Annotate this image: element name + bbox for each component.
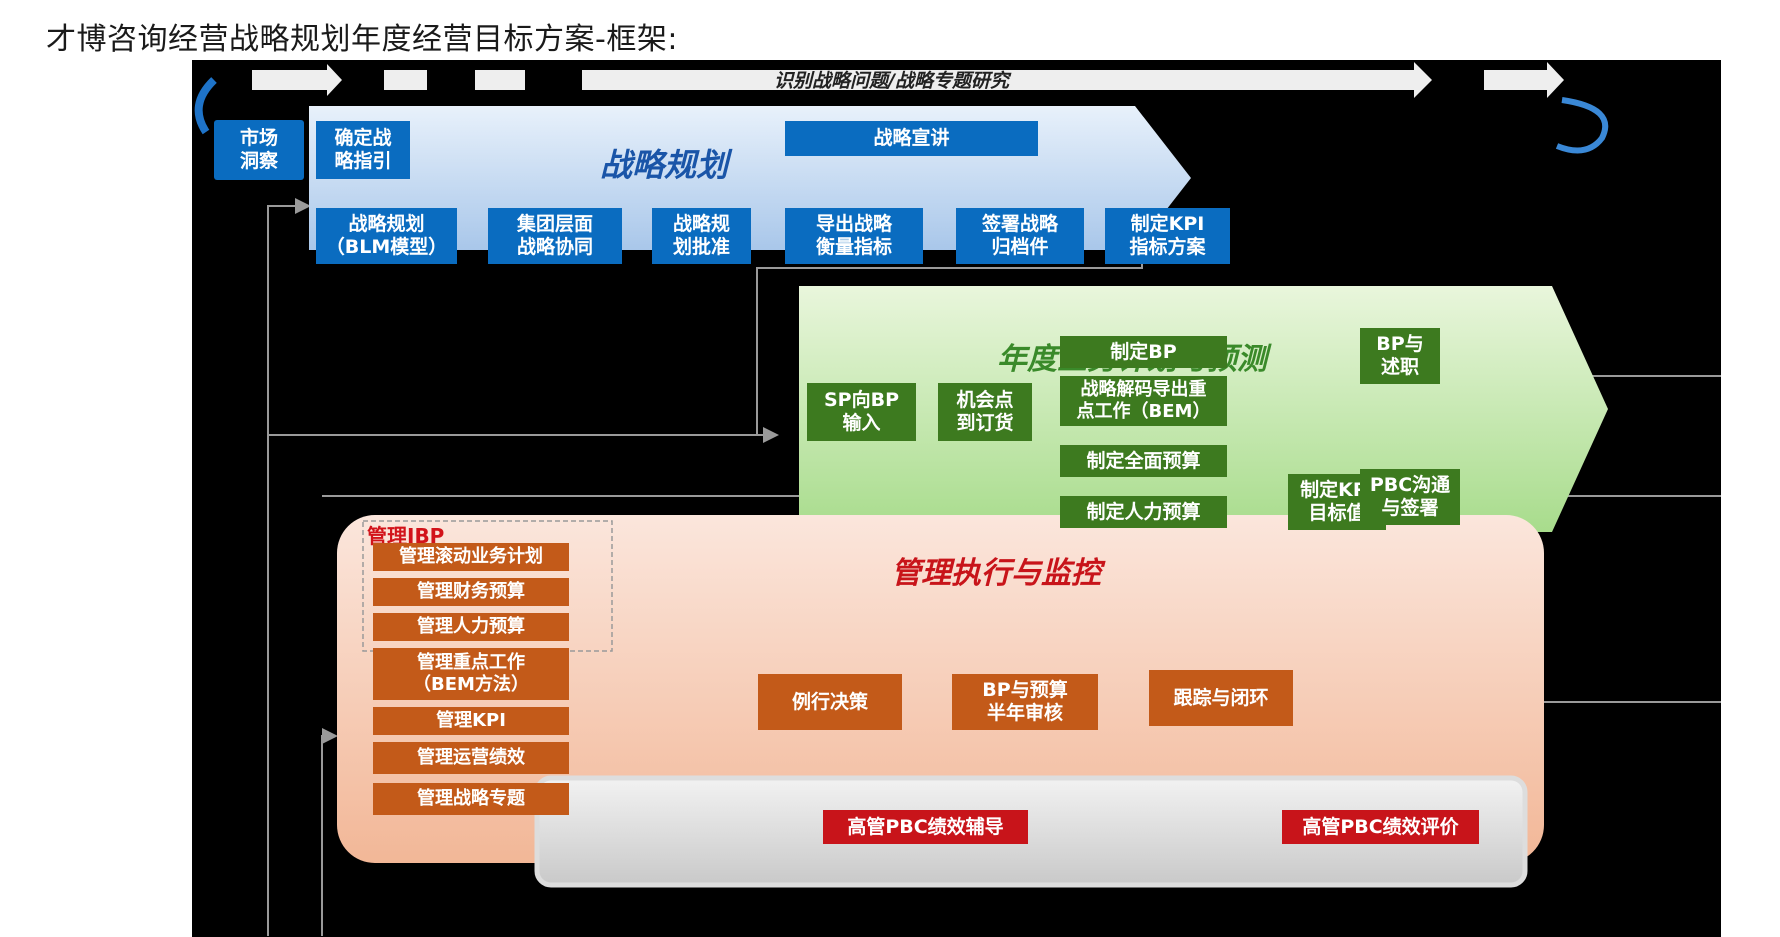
bem-decode-box: 战略解码导出重 点工作（BEM）: [1060, 376, 1227, 426]
strategy-step-group-synergy: 集团层面 战略协同: [488, 208, 622, 264]
top-arrow-bar: [252, 62, 1564, 98]
exec-item-hr-budget: 管理人力预算: [373, 613, 569, 641]
strategy-step-kpi-plan: 制定KPI 指标方案: [1105, 208, 1230, 264]
make-bp-box: 制定BP: [1060, 336, 1227, 368]
exec-item-bem: 管理重点工作 （BEM方法）: [373, 648, 569, 700]
cycle-arrow-right-icon: [1555, 97, 1609, 154]
exec-item-financial-budget: 管理财务预算: [373, 578, 569, 606]
pbc-evaluation-box: 高管PBC绩效评价: [1282, 810, 1479, 844]
strategy-announce-box: 战略宣讲: [785, 121, 1038, 156]
page-title: 才博咨询经营战略规划年度经营目标方案-框架:: [46, 22, 678, 57]
pbc-coaching-box: 高管PBC绩效辅导: [823, 810, 1028, 844]
bp-report-box: BP与 述职: [1360, 328, 1440, 384]
cycle-arrow-left-icon: [194, 77, 217, 135]
execution-phase-title: 管理执行与监控: [891, 556, 1101, 591]
exec-item-kpi: 管理KPI: [373, 707, 569, 735]
strategy-step-metrics: 导出战略 衡量指标: [785, 208, 923, 264]
hr-budget-box: 制定人力预算: [1060, 496, 1227, 528]
pbc-communication-box: PBC沟通 与签署: [1360, 469, 1460, 525]
tracking-closure-box: 跟踪与闭环: [1149, 670, 1293, 726]
full-budget-box: 制定全面预算: [1060, 445, 1227, 477]
exec-item-rolling-plan: 管理滚动业务计划: [373, 543, 569, 571]
half-year-review-box: BP与预算 半年审核: [952, 674, 1098, 730]
strategy-step-sign: 签署战略 归档件: [956, 208, 1084, 264]
pbc-panel: [534, 775, 1528, 888]
ibp-dashed-box: [362, 520, 613, 652]
strategy-step-approval: 战略规 划批准: [652, 208, 751, 264]
strategy-step-blm: 战略规划 （BLM模型）: [316, 208, 457, 264]
top-bar-label: 识别战略问题/战略专题研究: [774, 70, 1009, 92]
exec-item-strategy-topics: 管理战略专题: [373, 783, 569, 815]
exec-item-operations: 管理运营绩效: [373, 742, 569, 774]
strategy-guidance-box: 确定战 略指引: [316, 121, 410, 179]
market-insight-box: 市场 洞察: [214, 120, 304, 180]
routine-decision-box: 例行决策: [758, 674, 902, 730]
opportunity-to-order-box: 机会点 到订货: [938, 383, 1032, 441]
strategy-phase-title: 战略规划: [600, 146, 729, 184]
sp-to-bp-input-box: SP向BP 输入: [807, 383, 916, 441]
framework-diagram: 识别战略问题/战略专题研究 战略规划 市场 洞察 确定战 略指引 战略宣讲 战略…: [192, 60, 1721, 937]
